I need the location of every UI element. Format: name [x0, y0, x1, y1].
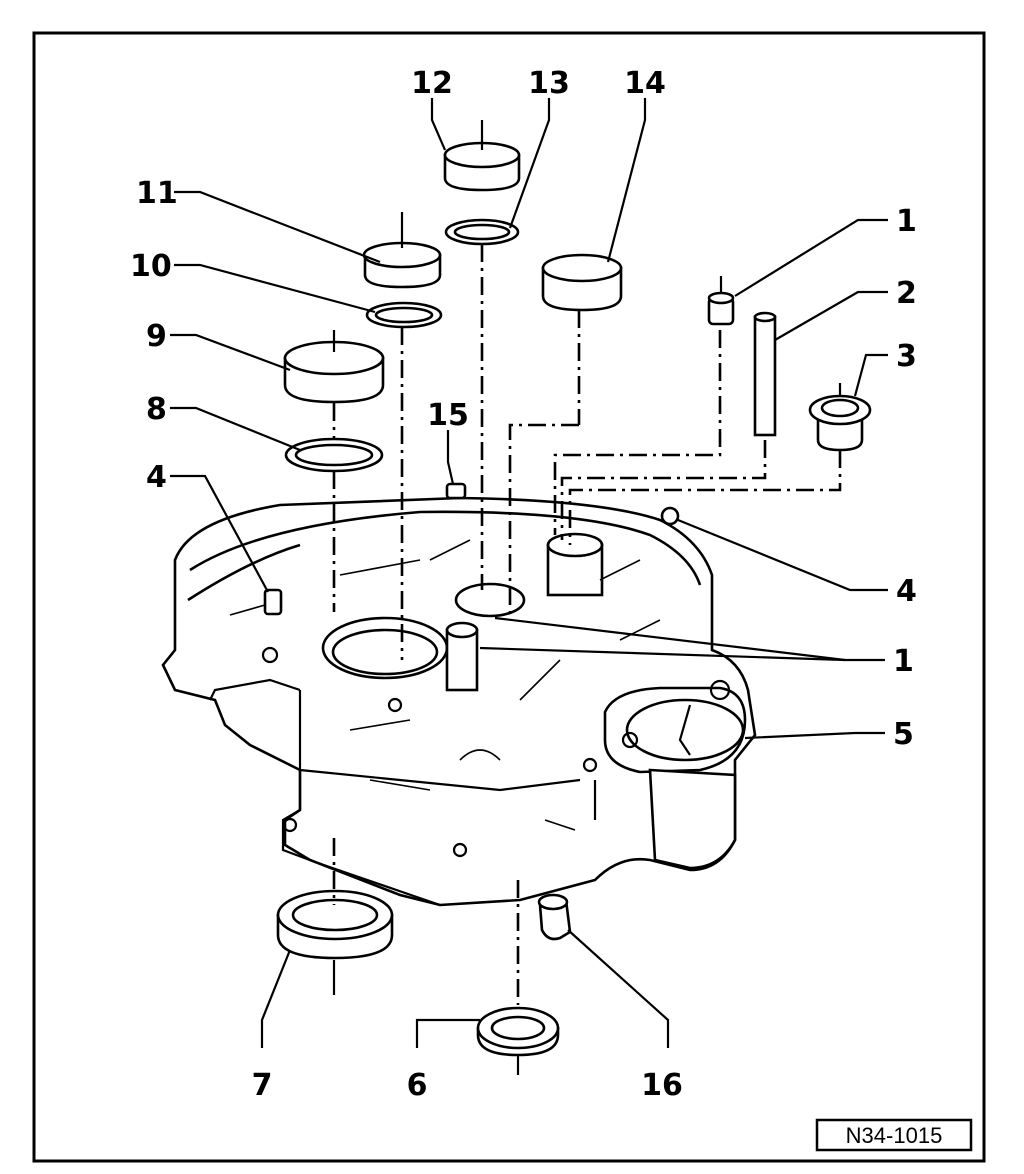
part-6-seal — [476, 1006, 560, 1057]
callout-12: 12 — [411, 66, 453, 101]
part-1-dowel-sleeve — [707, 291, 735, 326]
part-10-shim — [365, 301, 443, 329]
callout-7: 7 — [252, 1068, 273, 1103]
transmission-housing — [161, 496, 757, 907]
callout-4-left: 4 — [146, 460, 167, 495]
part-4-dowel — [263, 588, 283, 616]
part-11-bearing-race — [362, 241, 442, 289]
callout-8: 8 — [146, 392, 167, 427]
part-13-shim — [444, 218, 520, 246]
callout-4-right: 4 — [896, 574, 917, 609]
diagram-frame — [32, 31, 986, 1163]
part-9-bearing-race — [283, 340, 385, 404]
part-12-bearing-race — [443, 141, 521, 192]
part-16-switch — [537, 893, 572, 941]
callout-16: 16 — [641, 1068, 683, 1103]
callout-1-bottom: 1 — [893, 644, 914, 679]
callout-labels: 12 13 14 11 10 9 8 15 4 1 2 3 4 1 5 7 6 … — [130, 66, 917, 1103]
callout-13: 13 — [528, 66, 570, 101]
callout-11: 11 — [136, 176, 178, 211]
callout-3: 3 — [896, 339, 917, 374]
part-15-plug — [445, 482, 467, 500]
callout-5: 5 — [893, 717, 914, 752]
callout-6: 6 — [407, 1068, 428, 1103]
part-4-ball — [660, 506, 680, 526]
callout-10: 10 — [130, 249, 172, 284]
reference-code-box: N34-1015 — [815, 1118, 973, 1152]
assembly-axis-lines — [332, 120, 842, 1075]
callout-2: 2 — [896, 276, 917, 311]
leader-lines — [170, 98, 888, 1048]
part-14-bearing-race — [541, 253, 623, 312]
callout-1-top: 1 — [896, 204, 917, 239]
callout-14: 14 — [624, 66, 666, 101]
part-3-plug-bushing — [808, 394, 872, 452]
callout-15: 15 — [427, 398, 469, 433]
reference-code: N34-1015 — [846, 1123, 943, 1148]
part-7-seal — [276, 889, 394, 960]
part-2-tube — [753, 311, 777, 437]
callout-9: 9 — [146, 319, 167, 354]
